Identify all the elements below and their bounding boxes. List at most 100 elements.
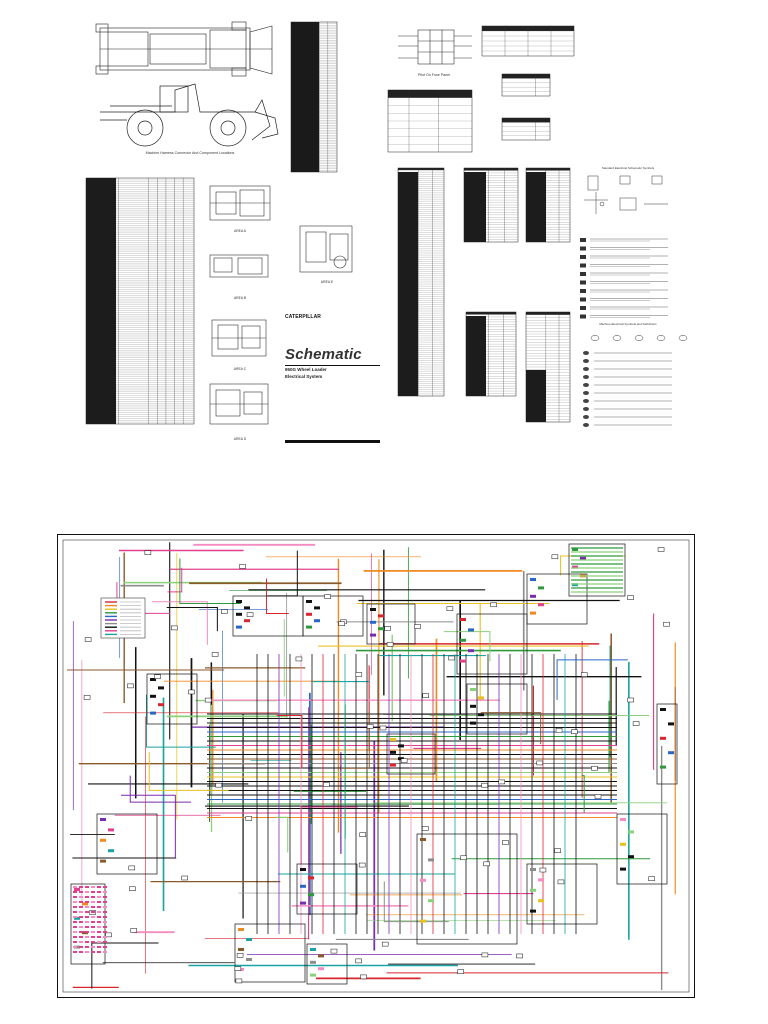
connector-glyph bbox=[381, 941, 389, 947]
connector-table bbox=[290, 21, 338, 173]
harness-caption: Machine Harness Connector And Component … bbox=[146, 151, 235, 155]
wire-runs bbox=[67, 542, 676, 990]
fuse-table bbox=[481, 25, 575, 57]
wire-route bbox=[300, 806, 358, 865]
pin-field bbox=[103, 941, 107, 943]
pin-field bbox=[79, 921, 83, 923]
pin-field bbox=[97, 931, 101, 933]
symbol-glyph bbox=[580, 306, 586, 310]
pin-field bbox=[73, 951, 77, 953]
wire-color-legend bbox=[100, 597, 146, 639]
machine-side-view bbox=[100, 83, 279, 147]
pin-field bbox=[91, 906, 95, 908]
connector-glyph bbox=[330, 948, 338, 954]
connector-glyph bbox=[422, 693, 429, 698]
connector-pin-group bbox=[398, 744, 404, 748]
component-block bbox=[616, 813, 668, 885]
wire-route bbox=[556, 659, 628, 700]
area-a-label: AREA A bbox=[234, 229, 247, 233]
connector-glyph bbox=[632, 721, 640, 726]
harness-symbol-glyph bbox=[656, 335, 666, 341]
connector-glyph bbox=[129, 886, 136, 892]
connector-pin-group bbox=[530, 611, 536, 615]
pin-field bbox=[91, 896, 95, 898]
connector-glyph bbox=[481, 782, 488, 788]
connector-glyph bbox=[127, 683, 134, 689]
system-subtitle: Electrical System bbox=[285, 374, 323, 379]
pin-field bbox=[97, 906, 101, 908]
component-block bbox=[146, 673, 198, 725]
connector-glyph bbox=[627, 595, 634, 600]
solenoid-dark-column bbox=[526, 172, 546, 242]
pin-field bbox=[103, 916, 107, 918]
connector-pin-group bbox=[660, 708, 666, 711]
symbols-heading: Standard Electrical Schematic Symbols bbox=[602, 166, 655, 170]
connector-glyph bbox=[188, 689, 195, 695]
connector-glyph bbox=[414, 624, 421, 629]
machine-top-view bbox=[95, 21, 273, 77]
connector-glyph bbox=[446, 606, 454, 611]
pin-field bbox=[73, 921, 77, 923]
connector-pin-group bbox=[306, 625, 312, 629]
connector-glyph bbox=[234, 966, 242, 971]
wire-route bbox=[167, 567, 183, 593]
symbol-glyph bbox=[580, 238, 586, 242]
symbol-glyph bbox=[580, 246, 586, 251]
pin-field bbox=[73, 906, 77, 908]
wire-route bbox=[179, 558, 242, 604]
fuse-panel-caption: Pilot On Fuse Panel bbox=[418, 73, 450, 77]
connector-pin-group bbox=[470, 704, 476, 708]
connector-glyph bbox=[627, 697, 634, 703]
wire-route bbox=[145, 694, 216, 748]
area-b-view bbox=[209, 254, 269, 278]
pin-field bbox=[91, 941, 95, 943]
connector-glyph bbox=[448, 655, 455, 661]
connector-glyph bbox=[359, 832, 367, 837]
pin-field bbox=[79, 926, 83, 928]
connector-pin-group bbox=[660, 736, 666, 740]
pin-field bbox=[103, 926, 107, 928]
connector-pin-group bbox=[530, 594, 536, 598]
harness-symbol-glyph bbox=[583, 399, 589, 403]
connector-pin-group bbox=[236, 600, 242, 603]
pin-field bbox=[103, 921, 107, 923]
connector-pin-group bbox=[370, 620, 376, 624]
pin-field bbox=[85, 896, 89, 898]
connector-glyph bbox=[295, 656, 303, 662]
pin-field bbox=[79, 911, 83, 913]
wiring-schematic-sheet bbox=[57, 534, 695, 998]
switch-table-header bbox=[502, 118, 550, 123]
pin-field bbox=[79, 951, 83, 953]
pin-field bbox=[73, 896, 77, 898]
connector-glyph bbox=[246, 612, 254, 617]
pin-field bbox=[73, 936, 77, 938]
harness-symbol-glyph bbox=[583, 375, 589, 379]
connector-pin-group bbox=[370, 633, 376, 637]
connector-glyph bbox=[323, 782, 330, 787]
connector-pin-group bbox=[390, 763, 396, 767]
connector-pin-group bbox=[390, 750, 396, 754]
pin-field bbox=[85, 911, 89, 913]
connector-pin-group bbox=[660, 765, 666, 769]
connector-pin-group bbox=[572, 565, 578, 569]
connector-pin-group bbox=[580, 556, 586, 560]
code-table-header bbox=[466, 312, 516, 315]
connector-glyph bbox=[460, 855, 467, 861]
connector-pin-group bbox=[628, 855, 634, 859]
pin-field bbox=[97, 901, 101, 903]
connector-pin-group bbox=[530, 868, 536, 871]
pin-field bbox=[73, 901, 77, 903]
pin-field bbox=[103, 946, 107, 948]
connector-pin-group bbox=[370, 608, 376, 611]
pin-field bbox=[91, 931, 95, 933]
pin-field bbox=[85, 906, 89, 908]
pin-field bbox=[79, 886, 83, 888]
wire-route bbox=[443, 631, 491, 662]
area-b-label: AREA B bbox=[234, 296, 247, 300]
pin-field bbox=[79, 896, 83, 898]
connector-pin-group bbox=[300, 884, 306, 888]
connector-glyph bbox=[571, 729, 578, 734]
pin-field bbox=[79, 941, 83, 943]
pin-field bbox=[97, 941, 101, 943]
pin-field bbox=[103, 931, 107, 933]
